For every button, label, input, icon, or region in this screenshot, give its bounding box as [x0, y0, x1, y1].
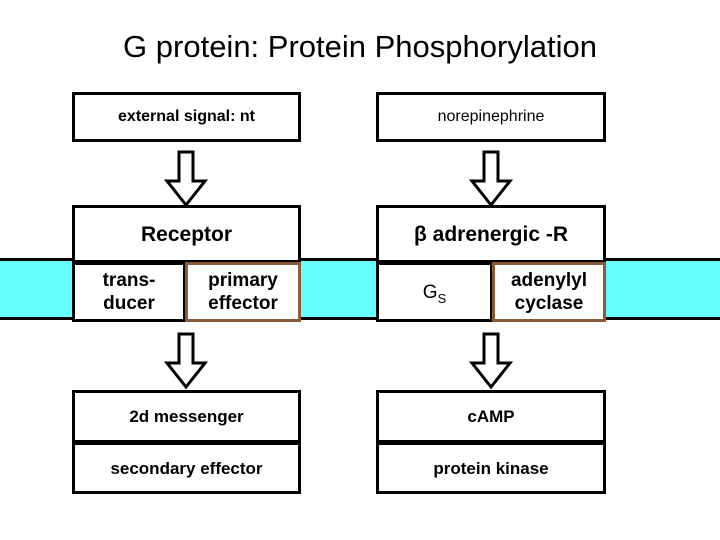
box-adenylyl-cyclase-label-line1: adenylyl [510, 270, 588, 291]
box-primary-effector-label-line2: effector [208, 293, 278, 314]
box-secondary-effector[interactable]: secondary effector [72, 442, 301, 494]
box-gs-label-main: G [422, 281, 438, 303]
box-protein-kinase[interactable]: protein kinase [376, 442, 606, 494]
box-receptor-label: Receptor [140, 222, 233, 246]
box-adenylyl-cyclase[interactable]: adenylyl cyclase [492, 262, 606, 322]
box-camp[interactable]: cAMP [376, 390, 606, 443]
box-protein-kinase-label: protein kinase [433, 458, 549, 478]
arrow-effector-to-messenger-right [469, 332, 513, 390]
box-gs-label-subscript: S [437, 290, 447, 306]
arrow-signal-to-receptor-left [164, 150, 208, 208]
box-beta-adrenergic-receptor-label: β adrenergic -R [413, 222, 569, 246]
arrow-effector-to-messenger-left [164, 332, 208, 390]
box-transducer-label-line2: ducer [103, 293, 155, 314]
box-transducer[interactable]: trans- ducer [72, 262, 186, 322]
box-norepinephrine-label: norepinephrine [437, 108, 545, 125]
box-norepinephrine[interactable]: norepinephrine [376, 92, 606, 142]
membrane-band-right [603, 258, 720, 320]
page-title: G protein: Protein Phosphorylation [123, 29, 597, 64]
box-receptor[interactable]: Receptor [72, 205, 301, 263]
membrane-band-left [0, 258, 76, 320]
box-external-signal-label: external signal: nt [118, 108, 255, 125]
box-external-signal[interactable]: external signal: nt [72, 92, 301, 142]
down-block-arrow-icon [469, 150, 513, 208]
box-camp-label: cAMP [467, 407, 515, 426]
box-transducer-label-line1: trans- [102, 270, 156, 291]
arrow-signal-to-receptor-right [469, 150, 513, 208]
box-gs[interactable]: GS [376, 262, 493, 322]
box-primary-effector-label-line1: primary [208, 270, 278, 291]
down-block-arrow-icon [469, 332, 513, 390]
box-second-messenger-label: 2d messenger [129, 407, 244, 426]
down-block-arrow-icon [164, 150, 208, 208]
box-gs-label: GS [419, 281, 450, 306]
box-adenylyl-cyclase-label-line2: cyclase [514, 293, 584, 314]
box-secondary-effector-label: secondary effector [110, 458, 263, 478]
box-second-messenger[interactable]: 2d messenger [72, 390, 301, 443]
membrane-band-middle [298, 258, 379, 320]
box-beta-adrenergic-receptor[interactable]: β adrenergic -R [376, 205, 606, 263]
box-primary-effector[interactable]: primary effector [185, 262, 301, 322]
down-block-arrow-icon [164, 332, 208, 390]
